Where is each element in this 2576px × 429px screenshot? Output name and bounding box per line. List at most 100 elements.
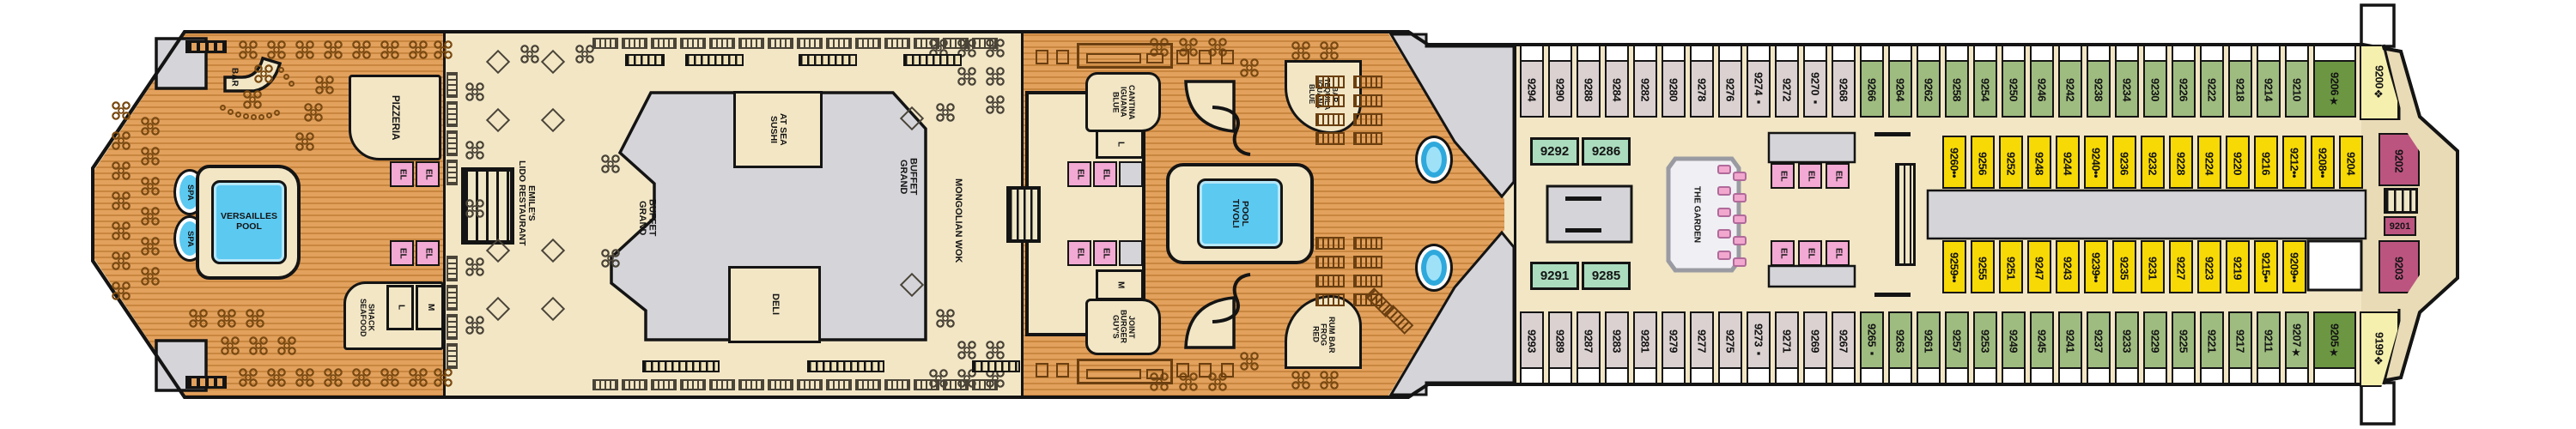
- cabin-9285[interactable]: 9285: [1582, 262, 1631, 290]
- cabin-9265[interactable]: 9265▪: [1860, 311, 1884, 384]
- cabin-9280[interactable]: 9280: [1662, 45, 1686, 118]
- cabin-9276[interactable]: 9276: [1718, 45, 1742, 118]
- cabin-9293[interactable]: 9293: [1520, 311, 1544, 384]
- elevator[interactable]: EL: [1771, 240, 1795, 266]
- cabin-9241[interactable]: 9241: [2058, 311, 2082, 384]
- elevator[interactable]: EL: [1067, 161, 1091, 187]
- cabin-9284[interactable]: 9284: [1605, 45, 1629, 118]
- elevator[interactable]: EL: [416, 161, 440, 187]
- cabin-9208[interactable]: 9208••: [2311, 136, 2335, 189]
- cabin-9267[interactable]: 9267: [1832, 311, 1856, 384]
- cabin-9271[interactable]: 9271: [1775, 311, 1799, 384]
- cabin-9291[interactable]: 9291: [1530, 262, 1579, 290]
- cabin-9287[interactable]: 9287: [1577, 311, 1601, 384]
- cabin-9225[interactable]: 9225: [2172, 311, 2196, 384]
- elevator[interactable]: EL: [1826, 163, 1850, 189]
- cabin-9249[interactable]: 9249: [2002, 311, 2026, 384]
- cabin-9217[interactable]: 9217: [2228, 311, 2252, 384]
- cabin-9228[interactable]: 9228: [2169, 136, 2193, 189]
- cabin-9243[interactable]: 9243: [2056, 240, 2080, 293]
- elevator[interactable]: EL: [390, 161, 414, 187]
- cabin-9247[interactable]: 9247: [2027, 240, 2051, 293]
- cabin-9269[interactable]: 9269: [1803, 311, 1827, 384]
- cabin-9226[interactable]: 9226: [2172, 45, 2196, 118]
- cabin-9257[interactable]: 9257: [1945, 311, 1969, 384]
- cabin-9231[interactable]: 9231: [2141, 240, 2165, 293]
- cabin-9274[interactable]: 9274▪: [1747, 45, 1771, 118]
- cabin-9279[interactable]: 9279: [1662, 311, 1686, 384]
- cabin-9214[interactable]: 9214: [2257, 45, 2281, 118]
- cabin-9283[interactable]: 9283: [1605, 311, 1629, 384]
- cabin-9229[interactable]: 9229: [2143, 311, 2167, 384]
- cabin-9202[interactable]: 9202: [2379, 133, 2420, 186]
- cabin-9286[interactable]: 9286: [1582, 137, 1631, 166]
- cabin-9234[interactable]: 9234: [2115, 45, 2139, 118]
- cabin-9210[interactable]: 9210: [2285, 45, 2309, 118]
- cabin-9250[interactable]: 9250: [2002, 45, 2026, 118]
- cabin-9236[interactable]: 9236: [2112, 136, 2136, 189]
- cabin-9227[interactable]: 9227: [2169, 240, 2193, 293]
- cabin-9246[interactable]: 9246: [2030, 45, 2054, 118]
- elevator[interactable]: EL: [416, 240, 440, 266]
- cabin-9240[interactable]: 9240••: [2084, 136, 2108, 189]
- cabin-9221[interactable]: 9221: [2200, 311, 2224, 384]
- cabin-9263[interactable]: 9263: [1888, 311, 1912, 384]
- cabin-9201[interactable]: 9201: [2384, 216, 2416, 236]
- cabin-9268[interactable]: 9268: [1832, 45, 1856, 118]
- cabin-9205[interactable]: 9205★: [2313, 311, 2356, 384]
- elevator[interactable]: EL: [1771, 163, 1795, 189]
- elevator[interactable]: EL: [1798, 163, 1822, 189]
- cabin-9230[interactable]: 9230: [2143, 45, 2167, 118]
- cabin-9294[interactable]: 9294: [1520, 45, 1544, 118]
- cabin-9289[interactable]: 9289: [1548, 311, 1572, 384]
- elevator[interactable]: EL: [1093, 240, 1117, 266]
- cabin-9212[interactable]: 9212••: [2282, 136, 2306, 189]
- cabin-9275[interactable]: 9275: [1718, 311, 1742, 384]
- cabin-9272[interactable]: 9272: [1775, 45, 1799, 118]
- cabin-9264[interactable]: 9264: [1888, 45, 1912, 118]
- cabin-9218[interactable]: 9218: [2228, 45, 2252, 118]
- cabin-9248[interactable]: 9248: [2027, 136, 2051, 189]
- cabin-9209[interactable]: 9209••: [2282, 240, 2306, 293]
- cabin-9216[interactable]: 9216: [2254, 136, 2278, 189]
- cabin-9259[interactable]: 9259••: [1942, 240, 1966, 293]
- cabin-9251[interactable]: 9251: [1999, 240, 2023, 293]
- cabin-9266[interactable]: 9266: [1860, 45, 1884, 118]
- cabin-9261[interactable]: 9261: [1917, 311, 1941, 384]
- cabin-9288[interactable]: 9288: [1577, 45, 1601, 118]
- elevator[interactable]: EL: [1826, 240, 1850, 266]
- cabin-9235[interactable]: 9235: [2112, 240, 2136, 293]
- cabin-9219[interactable]: 9219: [2226, 240, 2250, 293]
- cabin-9244[interactable]: 9244: [2056, 136, 2080, 189]
- elevator[interactable]: EL: [1093, 161, 1117, 187]
- cabin-9254[interactable]: 9254: [1973, 45, 1997, 118]
- cabin-9220[interactable]: 9220: [2226, 136, 2250, 189]
- cabin-9215[interactable]: 9215••: [2254, 240, 2278, 293]
- cabin-9290[interactable]: 9290: [1548, 45, 1572, 118]
- cabin-9256[interactable]: 9256: [1971, 136, 1995, 189]
- cabin-9277[interactable]: 9277: [1690, 311, 1714, 384]
- cabin-9281[interactable]: 9281: [1633, 311, 1657, 384]
- cabin-9253[interactable]: 9253: [1973, 311, 1997, 384]
- elevator[interactable]: EL: [1798, 240, 1822, 266]
- cabin-9223[interactable]: 9223: [2197, 240, 2221, 293]
- elevator[interactable]: EL: [390, 240, 414, 266]
- cabin-9211[interactable]: 9211: [2257, 311, 2281, 384]
- elevator[interactable]: EL: [1067, 240, 1091, 266]
- cabin-9258[interactable]: 9258: [1945, 45, 1969, 118]
- cabin-9282[interactable]: 9282: [1633, 45, 1657, 118]
- cabin-9262[interactable]: 9262: [1917, 45, 1941, 118]
- cabin-9206[interactable]: 9206★: [2313, 45, 2356, 118]
- cabin-9224[interactable]: 9224: [2197, 136, 2221, 189]
- cabin-9232[interactable]: 9232: [2141, 136, 2165, 189]
- cabin-9237[interactable]: 9237: [2087, 311, 2111, 384]
- cabin-9255[interactable]: 9255: [1971, 240, 1995, 293]
- cabin-9260[interactable]: 9260••: [1942, 136, 1966, 189]
- cabin-9245[interactable]: 9245: [2030, 311, 2054, 384]
- cabin-9270[interactable]: 9270▪: [1803, 45, 1827, 118]
- cabin-9252[interactable]: 9252: [1999, 136, 2023, 189]
- cabin-9233[interactable]: 9233: [2115, 311, 2139, 384]
- cabin-9278[interactable]: 9278: [1690, 45, 1714, 118]
- cabin-9239[interactable]: 9239••: [2084, 240, 2108, 293]
- cabin-9273[interactable]: 9273▪: [1747, 311, 1771, 384]
